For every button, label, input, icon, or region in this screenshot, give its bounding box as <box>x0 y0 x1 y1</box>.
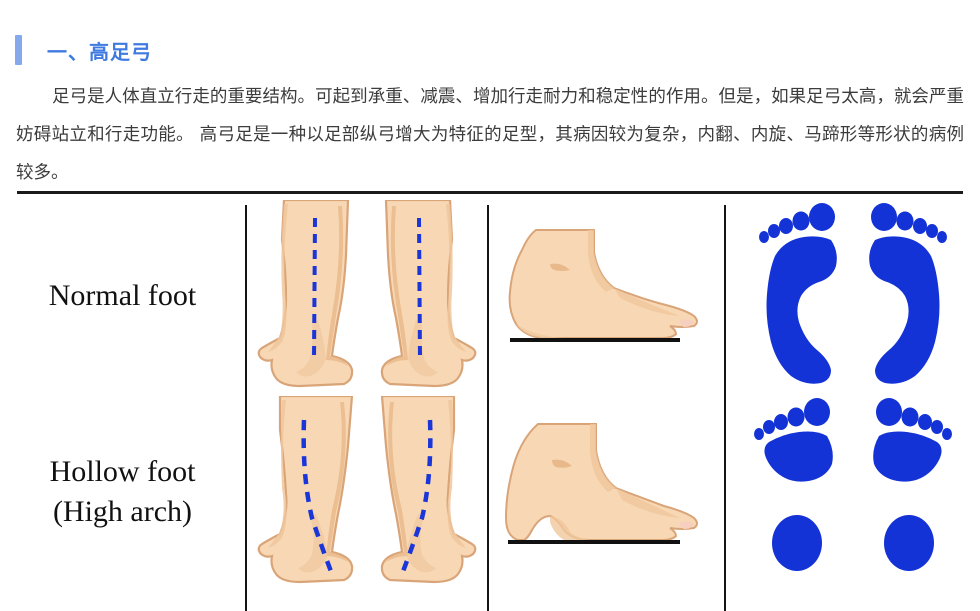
right-leg-axis-line <box>417 217 422 361</box>
forefoot-pad-left <box>764 431 833 482</box>
table-row: Normal foot <box>0 200 980 391</box>
ankle-bone-mark <box>552 459 572 468</box>
illustration-footprint-high-arch <box>726 396 980 587</box>
left-leg <box>257 396 354 584</box>
row-label-line1: Hollow foot <box>49 454 196 488</box>
toe-3-left <box>774 414 788 430</box>
toe-big-right <box>876 398 902 426</box>
left-leg-shade-outer <box>326 206 348 366</box>
ankle-bone-mark <box>550 263 570 271</box>
table-column-divider-3 <box>724 205 726 611</box>
arch-shade <box>550 516 590 540</box>
right-leg <box>380 200 477 388</box>
illustration-rear-legs-normal <box>247 200 487 391</box>
rear-legs-normal-svg <box>257 200 477 388</box>
right-leg-shade-outer <box>386 402 408 562</box>
row-label-text-block: Hollow foot (High arch) <box>50 452 196 532</box>
row-label-line2: (High arch) <box>52 494 193 528</box>
heading-accent-bar <box>15 35 22 65</box>
right-leg-axis-line-curved <box>399 419 433 575</box>
ankle-shade <box>588 230 614 292</box>
toe-5-right <box>942 428 952 440</box>
toe-4-right <box>926 224 938 238</box>
right-leg-shade-outer <box>386 206 408 366</box>
forefoot-pad-right <box>873 431 942 482</box>
ground-line <box>510 338 680 342</box>
footprint-normal-svg <box>759 203 947 384</box>
right-leg-shade-inner <box>446 204 466 352</box>
toe-5-right <box>937 231 947 243</box>
toe-2-left <box>787 407 805 427</box>
toe-2-left <box>792 211 810 231</box>
heel-shade <box>516 324 564 338</box>
left-leg <box>257 200 354 388</box>
table-row: Hollow foot (High arch) <box>0 396 980 587</box>
left-leg-axis-line-curved <box>301 419 335 575</box>
left-leg-shade-inner <box>268 400 287 548</box>
page-title: 一、高足弓 <box>47 39 152 64</box>
right-leg-shade-inner <box>447 400 466 548</box>
row-label-hollow-foot: Hollow foot (High arch) <box>0 396 245 587</box>
footprint-left <box>754 398 833 571</box>
left-heel-shade <box>296 320 326 377</box>
toe-big-left <box>804 398 830 426</box>
footprint-right-body <box>869 236 940 384</box>
right-leg <box>380 396 477 584</box>
heel-pad-right <box>884 515 934 571</box>
right-heel-shade <box>406 514 436 573</box>
row-label-normal-foot: Normal foot <box>0 200 245 391</box>
left-leg-axis-line <box>312 217 317 361</box>
table-column-divider-2 <box>487 205 489 611</box>
profile-high-arch-svg <box>504 423 698 544</box>
toenail-mark <box>679 319 694 327</box>
footprint-left-body <box>766 236 837 384</box>
toenail-mark <box>679 521 694 529</box>
illustration-rear-legs-high-arch <box>247 396 487 587</box>
toe-2-right <box>896 211 914 231</box>
toe-big-right <box>871 203 897 231</box>
toe-4-left <box>768 224 780 238</box>
ground-line <box>508 540 680 544</box>
footprint-right <box>873 398 952 571</box>
toe-3-left <box>779 218 793 234</box>
instep-shade <box>616 488 680 518</box>
toe-big-left <box>809 203 835 231</box>
body-paragraph: 足弓是人体直立行走的重要结构。可起到承重、减震、增加行走耐力和稳定性的作用。但是… <box>16 87 964 183</box>
illustration-footprint-normal <box>726 200 980 391</box>
illustration-profile-high-arch <box>489 396 724 587</box>
heel-pad-left <box>772 515 822 571</box>
toe-5-left <box>754 428 764 440</box>
profile-normal-svg <box>508 229 698 342</box>
left-leg-shade-inner <box>268 204 288 352</box>
section-heading: 一、高足弓 <box>0 34 152 66</box>
toe-5-left <box>759 231 769 243</box>
ankle-shade <box>590 424 616 492</box>
footprint-left <box>759 203 837 384</box>
table-column-divider-1 <box>245 205 247 611</box>
toe-3-right <box>918 414 932 430</box>
comparison-table: Normal foot <box>0 196 980 611</box>
toe-2-right <box>901 407 919 427</box>
illustration-profile-normal <box>489 200 724 391</box>
toe-3-right <box>913 218 927 234</box>
left-leg-shade-outer <box>326 402 348 562</box>
footprint-high-arch-svg <box>754 398 952 571</box>
toe-4-left <box>763 420 775 434</box>
row-label-text: Normal foot <box>48 278 197 312</box>
toe-4-right <box>931 420 943 434</box>
table-row-divider <box>17 191 963 194</box>
left-heel-shade <box>298 514 328 573</box>
footprint-right <box>869 203 947 384</box>
rear-legs-high-arch-svg <box>257 396 477 584</box>
right-heel-shade <box>408 320 438 377</box>
